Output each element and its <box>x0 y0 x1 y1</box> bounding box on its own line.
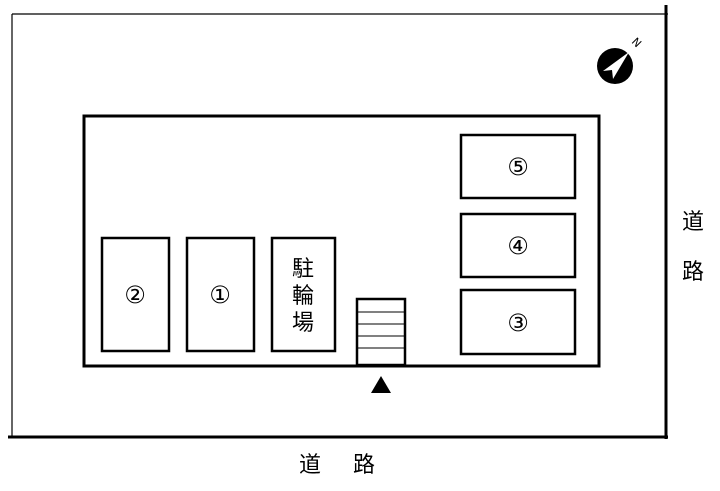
road-bottom-char-2: 路 <box>353 453 375 478</box>
north-letter: N <box>629 35 644 50</box>
bicycle-parking[interactable]: 駐 輪 場 <box>270 236 337 353</box>
road-label-bottom: 道 路 <box>299 453 375 478</box>
stairs <box>355 297 407 367</box>
space-label: ⑤ <box>507 153 529 181</box>
bicycle-parking-label-1: 駐 <box>292 257 314 282</box>
space-label: ④ <box>507 232 529 260</box>
road-label-right: 道 路 <box>682 210 704 285</box>
road-right-char-1: 道 <box>682 210 704 235</box>
road-right-char-2: 路 <box>682 260 704 285</box>
road-bottom-char-1: 道 <box>299 453 321 478</box>
parking-lot-outline <box>82 114 601 368</box>
parking-space-2[interactable]: ② <box>100 236 171 353</box>
parking-space-1[interactable]: ① <box>185 236 256 353</box>
space-label: ② <box>124 281 146 309</box>
parking-space-4[interactable]: ④ <box>459 212 577 279</box>
north-arrow-icon: N <box>597 35 644 84</box>
space-label: ① <box>209 281 231 309</box>
site-boundary <box>8 5 668 439</box>
parking-space-5[interactable]: ⑤ <box>459 133 577 200</box>
entrance-triangle-icon <box>371 376 391 393</box>
bicycle-parking-label-3: 場 <box>292 311 314 336</box>
space-label: ③ <box>507 309 529 337</box>
parking-space-3[interactable]: ③ <box>459 288 577 356</box>
bicycle-parking-label-2: 輪 <box>292 284 314 309</box>
